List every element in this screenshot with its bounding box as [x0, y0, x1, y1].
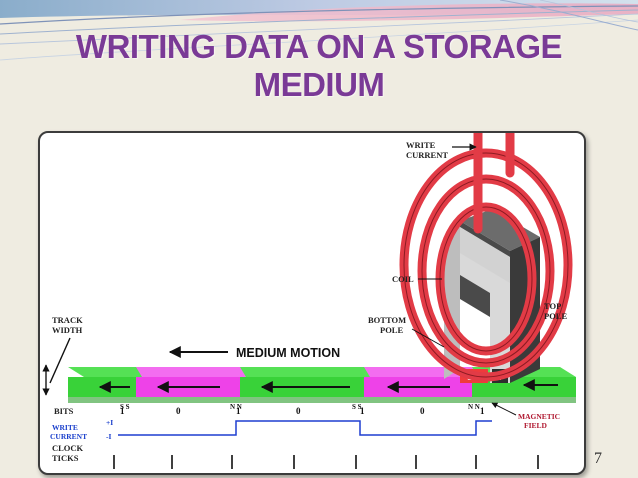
- coil: [399, 133, 573, 382]
- minus-i-label: -I: [106, 432, 111, 441]
- bit-value: 1: [120, 406, 125, 416]
- track-width-indicator: TRACK WIDTH: [42, 315, 83, 396]
- bottom-pole-leader: [411, 328, 445, 348]
- top-pole-label-line-2: POLE: [544, 311, 567, 321]
- bit-value: 0: [296, 406, 301, 416]
- track-width-label-line-1: TRACK: [52, 315, 83, 325]
- write-current-label-line-2: CURRENT: [406, 150, 448, 160]
- pole-label: N N: [230, 403, 242, 411]
- bit-value: 1: [360, 406, 365, 416]
- pole-label: S S: [352, 403, 362, 411]
- write-current-waveform: [118, 420, 492, 436]
- recording-head-diagram: TRACK WIDTH MEDIUM MOTION S N WRITE CURR…: [42, 133, 576, 469]
- magnetic-field-arrow: [491, 402, 517, 416]
- pole-label: N N: [468, 403, 480, 411]
- bit-value: 0: [420, 406, 425, 416]
- bit-value: 1: [236, 406, 241, 416]
- slide-title-line-1: WRITING DATA ON A STORAGE: [75, 28, 563, 65]
- clock-tick-marks: [113, 455, 539, 469]
- pole-labels: S S N N S S N N: [120, 403, 480, 411]
- coil-label: COIL: [392, 274, 414, 284]
- slide-title-line-2: MEDIUM: [253, 66, 385, 103]
- track-width-label-line-2: WIDTH: [52, 325, 83, 335]
- bottom-pole-label-line-2: POLE: [380, 325, 403, 335]
- slide-page-number: 7: [594, 450, 602, 467]
- write-current-row-label-line-2: CURRENT: [50, 432, 87, 441]
- write-current-row-label-line-1: WRITE: [52, 423, 78, 432]
- clock-ticks-label-line-2: TICKS: [52, 453, 79, 463]
- magnetic-field-label-line-1: MAGNETIC: [518, 412, 560, 421]
- bit-value: 0: [176, 406, 181, 416]
- magnetic-field-label-line-2: FIELD: [524, 421, 548, 430]
- header-swoosh-decoration: [0, 0, 638, 61]
- slide-title: WRITING DATA ON A STORAGE MEDIUM: [20, 28, 618, 104]
- medium-motion-indicator: MEDIUM MOTION: [168, 346, 340, 360]
- write-current-label-line-1: WRITE: [406, 140, 436, 150]
- diagram-frame: TRACK WIDTH MEDIUM MOTION S N WRITE CURR…: [38, 131, 586, 475]
- bit-value: 1: [480, 406, 485, 416]
- medium-motion-label: MEDIUM MOTION: [236, 346, 340, 360]
- bottom-pole-label-line-1: BOTTOM: [368, 315, 406, 325]
- coil-front-cover: [460, 227, 510, 283]
- track-underside: [68, 397, 576, 403]
- top-pole-label-line-1: TOP: [544, 301, 561, 311]
- bit-values: 1 0 1 0 1 0 1: [120, 406, 485, 416]
- bits-label: BITS: [54, 406, 74, 416]
- plus-i-label: +I: [106, 418, 113, 427]
- clock-ticks-label-line-1: CLOCK: [52, 443, 84, 453]
- track-magenta-top-1: [136, 367, 246, 377]
- pole-label: S S: [120, 403, 130, 411]
